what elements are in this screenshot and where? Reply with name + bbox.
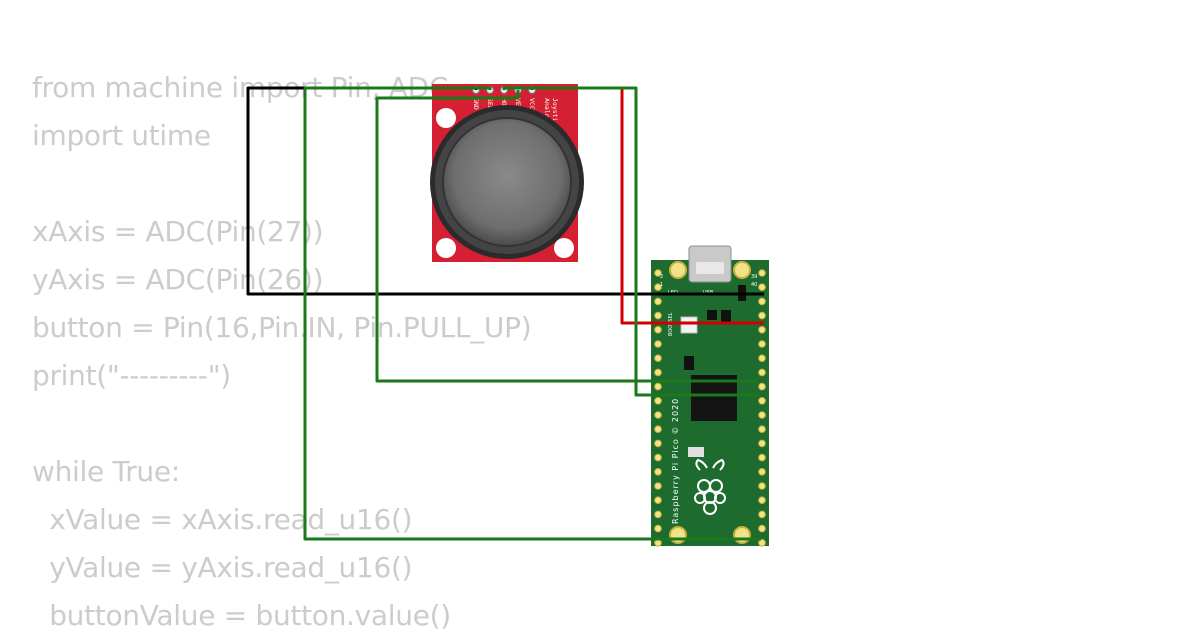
gpio-pad[interactable] [654,425,662,434]
gpio-pad[interactable] [758,453,766,462]
bootsel-button[interactable] [680,316,698,334]
gpio-pad[interactable] [758,269,766,277]
joystick-module[interactable]: GND SEL HORZ VERT VCC Analog Joystick [430,84,584,262]
pico-model-label: Raspberry Pi Pico © 2020 [671,398,680,524]
gpio-pad[interactable] [654,510,662,519]
mounting-hole [733,261,751,279]
gpio-pad[interactable] [654,340,662,348]
gpio-pad[interactable] [654,468,662,476]
gpio-pad[interactable] [758,482,766,490]
pin39-label: 39 [751,274,757,280]
code-line: xValue = xAxis.read_u16() [32,503,413,536]
joystick-title-line2: Joystick [551,98,559,129]
mounting-hole [436,238,456,258]
gpio-pad[interactable] [758,382,766,391]
gpio-pad[interactable] [758,283,766,292]
usb-port-icon [696,262,724,274]
gpio-pad[interactable] [758,397,766,405]
code-line: button = Pin(16,Pin.IN, Pin.PULL_UP) [32,311,532,344]
gpio-pad[interactable] [654,397,662,405]
gpio-pad[interactable] [654,326,662,334]
wires [246,86,764,541]
gpio-pad[interactable] [654,354,662,363]
joystick-cap[interactable] [442,117,572,247]
raspberry-pi-pico[interactable]: LED USB 1 2 39 40 BOOTSEL Raspberry Pi P… [651,245,769,547]
gpio-pad[interactable] [654,411,662,419]
raspberry-logo-icon [694,458,726,515]
gpio-pad[interactable] [654,524,662,533]
gpio-pad[interactable] [758,411,766,419]
gpio-pad[interactable] [654,283,662,292]
wire-vert[interactable] [375,90,758,383]
pin-label-gnd: GND [472,98,480,110]
gpio-pad[interactable] [654,297,662,306]
gpio-header [654,269,766,547]
pin-label-sel: SEL [486,98,494,110]
wire-horz[interactable] [502,86,758,397]
gpio-pad[interactable] [654,439,662,448]
flash-chip [688,447,704,457]
pin-label-vcc: VCC [528,98,536,110]
gpio-pad[interactable] [758,368,766,377]
code-line: print("---------") [32,359,231,392]
gpio-pad[interactable] [654,368,662,377]
code-line: import utime [32,119,211,152]
gpio-pad[interactable] [758,468,766,476]
gpio-pad[interactable] [758,425,766,434]
gpio-pad[interactable] [758,297,766,306]
code-line: yAxis = ADC(Pin(26)) [32,263,324,296]
pin40-label: 40 [751,282,757,288]
gpio-pad[interactable] [758,326,766,334]
mounting-hole [436,108,456,128]
pin1-label: 1 [660,282,663,288]
gpio-pad[interactable] [654,496,662,505]
gpio-pad[interactable] [758,539,766,547]
mounting-hole [554,238,574,258]
gpio-pad[interactable] [758,354,766,363]
chip-component [707,310,717,320]
rp2040-chip [691,375,737,421]
code-line: xAxis = ADC(Pin(27)) [32,215,324,248]
gpio-pad[interactable] [654,269,662,277]
gpio-pad[interactable] [758,496,766,505]
code-line: while True: [32,455,180,488]
gpio-pad[interactable] [654,311,662,320]
code-line: buttonValue = button.value() [32,599,451,632]
mounting-hole [733,526,751,544]
gpio-pad[interactable] [758,439,766,448]
pin2-label: 2 [660,274,663,280]
gpio-pad[interactable] [758,524,766,533]
code-line: yValue = yAxis.read_u16() [32,551,413,584]
gpio-pad[interactable] [758,311,766,320]
gpio-pad[interactable] [654,453,662,462]
chip-component [721,310,731,322]
gpio-pad[interactable] [758,510,766,519]
wire-sel[interactable] [303,86,761,541]
gpio-pad[interactable] [654,482,662,490]
gpio-pad[interactable] [758,340,766,348]
chip-component [684,356,694,370]
joystick-title-line1: Analog [543,98,551,122]
mounting-hole [669,526,687,544]
mounting-hole [669,261,687,279]
gpio-pad[interactable] [654,382,662,391]
